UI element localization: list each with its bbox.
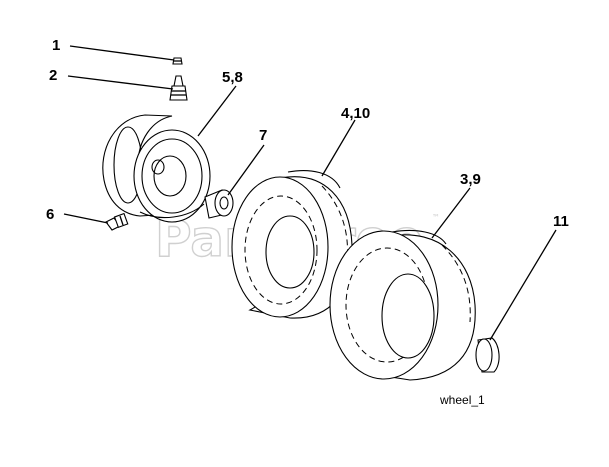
hub-cap [475, 337, 500, 373]
callout-1: 1 [52, 37, 60, 54]
valve-cap [172, 57, 183, 65]
grease-fitting [105, 212, 129, 231]
callout-6: 6 [46, 206, 54, 223]
leader-line-1 [69, 45, 175, 61]
figure-caption: wheel_1 [439, 393, 485, 407]
tire-front [231, 170, 353, 319]
leader-line-7 [227, 144, 265, 196]
leader-lines [63, 45, 557, 341]
wheel-rim [102, 114, 211, 223]
valve-stem [169, 75, 188, 101]
callout-2: 2 [49, 67, 57, 84]
leader-line-6 [63, 213, 109, 224]
callout-3-9: 3,9 [460, 171, 481, 188]
leader-line-3-9 [431, 187, 471, 239]
spacer-bushing [204, 189, 234, 219]
leader-line-5-8 [197, 85, 237, 137]
callout-4-10: 4,10 [341, 105, 370, 122]
leader-line-11 [489, 229, 557, 341]
leader-line-2 [67, 75, 174, 90]
callout-labels: 1 2 5,8 6 7 4,10 3,9 11 [46, 37, 569, 230]
tire-rear [329, 229, 476, 381]
callout-11: 11 [553, 213, 569, 230]
callout-5-8: 5,8 [222, 69, 243, 86]
leader-line-4-10 [321, 119, 356, 177]
watermark-trademark: ™ [432, 213, 440, 222]
callout-7: 7 [259, 127, 267, 144]
